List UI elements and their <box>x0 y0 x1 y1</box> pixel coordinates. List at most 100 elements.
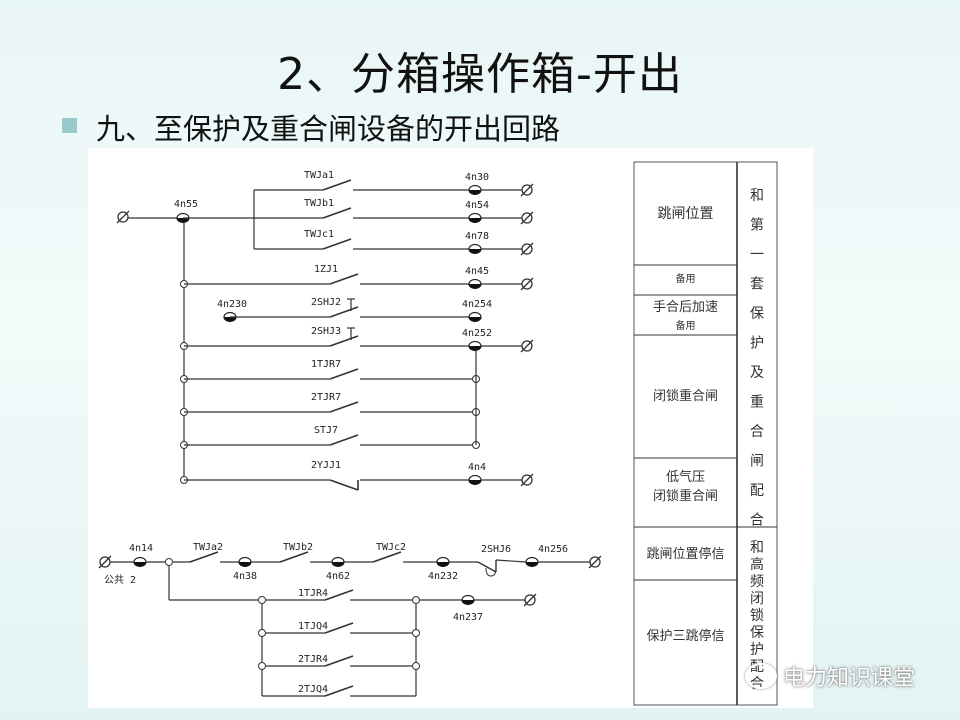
group-char: 护 <box>750 642 764 658</box>
wire <box>523 593 537 607</box>
wire <box>322 238 352 250</box>
group-char: 和 <box>750 188 764 204</box>
contact-label: 2SHJ3 <box>311 326 341 337</box>
wire <box>329 335 359 347</box>
wire <box>520 277 534 291</box>
junction <box>412 629 420 637</box>
table-cell: 闭锁重合闸 <box>653 488 718 504</box>
wire <box>495 559 527 563</box>
junction <box>258 662 266 670</box>
terminal-end-icon <box>117 211 129 223</box>
contact-label: STJ7 <box>314 425 338 436</box>
node-label: 4n38 <box>233 571 257 582</box>
contact-label: 1TJR4 <box>298 588 328 599</box>
contact-label: 1ZJ1 <box>314 264 338 275</box>
wire <box>329 368 359 380</box>
terminal-node-fill <box>437 562 449 567</box>
terminal-node-fill <box>469 480 481 485</box>
terminal-end-icon <box>521 212 533 224</box>
node-label: 4n62 <box>326 571 350 582</box>
terminal-end-icon <box>589 556 601 568</box>
terminal-node-fill <box>526 562 538 567</box>
table-cell: 闭锁重合闸 <box>653 388 718 404</box>
function-table <box>633 161 778 706</box>
terminal-node-fill <box>224 317 236 322</box>
wire <box>520 242 534 256</box>
junction <box>165 558 173 566</box>
terminal-node-fill <box>469 317 481 322</box>
contact-label: TWJc1 <box>304 229 334 240</box>
group-char: 锁 <box>750 608 764 624</box>
group-char: 高 <box>750 556 764 573</box>
wire <box>324 655 354 667</box>
wire <box>116 210 130 224</box>
group-char: 闭 <box>750 591 764 607</box>
group-char: 闸 <box>750 454 764 470</box>
slide-title: 2、分箱操作箱-开出 <box>277 49 683 100</box>
group-char: 合 <box>750 424 764 440</box>
contact-label: 1TJR7 <box>311 359 341 370</box>
wire <box>279 551 309 563</box>
wire <box>520 339 534 353</box>
wire <box>588 555 602 569</box>
terminal-node-fill <box>469 284 481 289</box>
wire <box>372 551 402 563</box>
node-label: 4n230 <box>217 299 247 310</box>
wire <box>324 589 354 601</box>
junction <box>412 662 420 670</box>
terminal-end-icon <box>521 340 533 352</box>
terminal-end-icon <box>521 243 533 255</box>
terminal-node-fill <box>469 249 481 254</box>
contact-label: TWJb1 <box>304 198 334 209</box>
contact-label: TWJc2 <box>376 542 406 553</box>
terminal-node-fill <box>469 190 481 195</box>
wire <box>329 306 359 318</box>
group-char: 第 <box>750 217 764 234</box>
wire <box>329 434 359 446</box>
node-label: 4n252 <box>462 328 492 339</box>
junction <box>412 596 420 604</box>
wechat-logo-icon <box>745 663 777 689</box>
terminal-end-icon <box>521 474 533 486</box>
node-label: 4n14 <box>129 543 153 554</box>
wire <box>324 622 354 634</box>
node-label: 4n30 <box>465 172 489 183</box>
watermark: 电力知识课堂 <box>745 660 915 692</box>
table-cell: 备用 <box>676 319 696 332</box>
contact-label: 2TJQ4 <box>298 684 328 695</box>
group-char: 合 <box>750 513 764 529</box>
contact-label: 2SHJ2 <box>311 297 341 308</box>
delay-icon <box>485 567 497 577</box>
junction <box>258 629 266 637</box>
terminal-end-icon <box>524 594 536 606</box>
contact-label: TWJa1 <box>304 170 334 181</box>
table-cell: 跳闸位置 <box>658 206 714 222</box>
terminal-end-icon <box>521 278 533 290</box>
group-char: 重 <box>750 395 764 411</box>
group-char: 保 <box>750 306 764 322</box>
table-cell: 保护三跳停信 <box>646 628 724 644</box>
terminal-node-fill <box>469 346 481 351</box>
node-label: 4n254 <box>462 299 492 310</box>
contact-label: TWJb2 <box>283 542 313 553</box>
table-cell: 手合后加速 <box>653 300 718 315</box>
contact-label: 2YJJ1 <box>311 460 341 471</box>
wire <box>329 401 359 413</box>
note-label: 公共 2 <box>104 574 136 586</box>
group-char: 频 <box>750 574 764 590</box>
junction <box>258 596 266 604</box>
terminal-node-fill <box>177 218 189 223</box>
wire <box>520 473 534 487</box>
node-label: 4n55 <box>174 199 198 210</box>
group-char: 一 <box>750 247 764 263</box>
wire <box>329 273 359 285</box>
node-label: 4n232 <box>428 571 458 582</box>
contact-label: 2TJR7 <box>311 392 341 403</box>
terminal-node-fill <box>332 562 344 567</box>
wire <box>520 211 534 225</box>
node-label: 4n4 <box>468 462 486 473</box>
wire <box>324 685 354 697</box>
group-char: 和 <box>750 540 764 556</box>
